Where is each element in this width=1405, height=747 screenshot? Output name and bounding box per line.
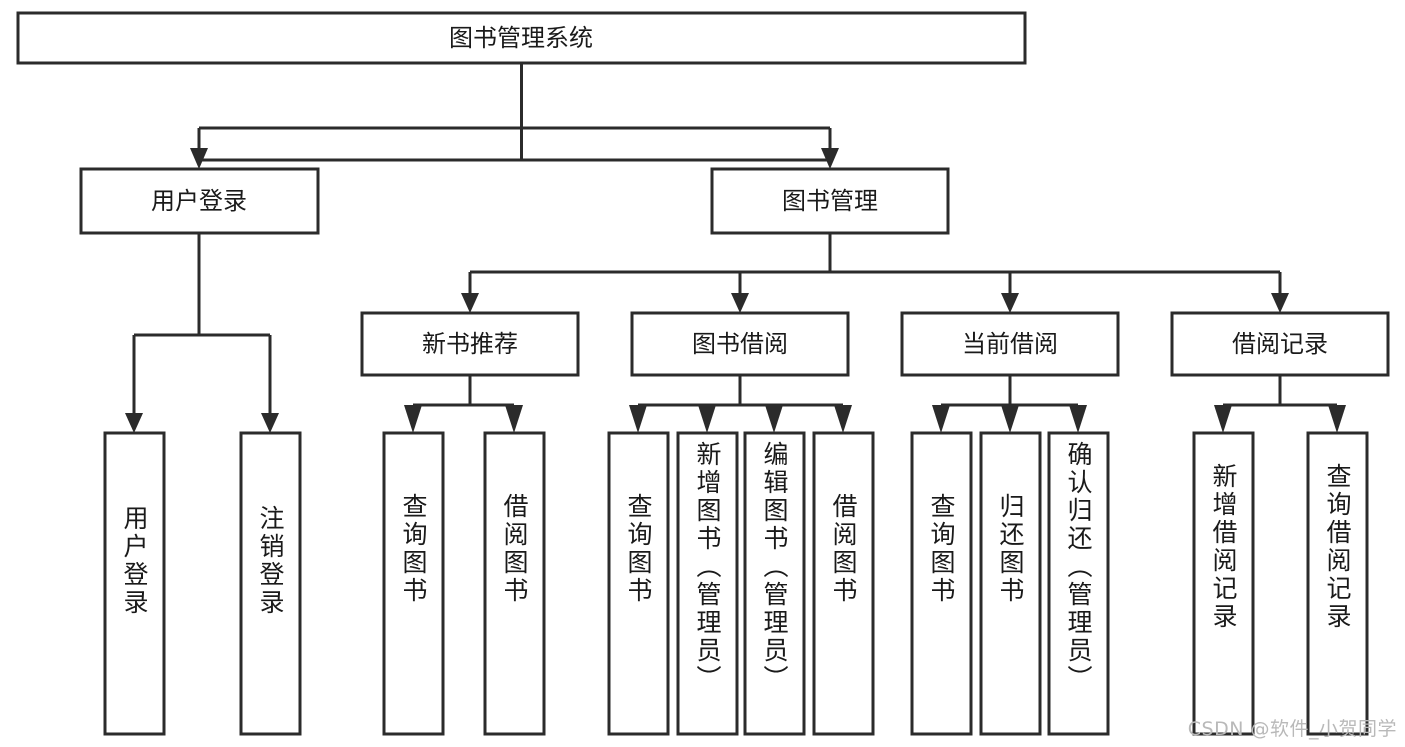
leaf-box-logout[interactable] [239,431,302,736]
node-new-book-rec[interactable]: 新书推荐 [360,311,580,377]
leaf-box-query-book-1[interactable] [382,431,445,736]
node-book-borrow-box[interactable] [630,311,850,377]
leaf-box-return-book[interactable] [979,431,1042,736]
node-book-borrow[interactable]: 图书借阅 [630,311,850,377]
leaf-box-confirm-return[interactable] [1047,431,1110,736]
connectors-new-book-rec-leaves [404,375,523,433]
node-root-label: 图书管理系统 [449,24,593,52]
leaf-box-add-book[interactable] [676,431,739,736]
arrow-to-book-manage [821,148,839,169]
arrow-to-leaf-borrow-book-1 [505,405,523,433]
arrow-to-leaf-query-book-2 [629,405,647,433]
node-borrow-record-label: 借阅记录 [1232,330,1328,358]
leaf-box-query-book-3[interactable] [910,431,973,736]
node-book-borrow-label: 图书借阅 [692,330,788,358]
leaf-box-query-record[interactable] [1306,431,1369,736]
node-new-book-rec-label: 新书推荐 [422,330,518,358]
leaf-box-query-book-2[interactable] [607,431,670,736]
arrow-to-leaf-add-book [698,405,716,433]
arrow-to-book-borrow [731,293,749,313]
connectors-current-borrow-leaves [932,375,1087,433]
connectors-book-borrow-leaves [629,375,852,433]
node-book-manage[interactable]: 图书管理 [710,167,950,235]
arrow-to-leaf-borrow-book-2 [834,405,852,433]
arrow-to-current-borrow [1001,293,1019,313]
arrow-to-new-book-rec [461,293,479,313]
connectors-borrow-record-leaves [1214,375,1346,433]
leaf-box-user-login[interactable] [103,431,166,736]
arrow-to-leaf-query-book-3 [932,405,950,433]
arrow-to-leaf-query-book-1 [404,405,422,433]
arrow-to-leaf-return-book [1001,405,1019,433]
arrow-to-leaf-user-login [125,413,143,433]
node-user-login-box[interactable] [79,167,320,235]
arrow-to-leaf-confirm-return [1069,405,1087,433]
arrow-to-leaf-query-record [1328,405,1346,433]
connectors-level1-book-manage [461,233,1289,313]
node-root-box[interactable] [16,11,1027,65]
arrow-to-leaf-add-record [1214,405,1232,433]
arrow-to-borrow-record [1271,293,1289,313]
connectors-user-login-leaves [125,233,279,433]
node-user-login[interactable]: 用户登录 [79,167,320,235]
leaf-box-borrow-book-1[interactable] [483,431,546,736]
node-book-manage-label: 图书管理 [782,187,878,215]
node-current-borrow[interactable]: 当前借阅 [900,311,1120,377]
leaf-box-edit-book[interactable] [743,431,806,736]
node-user-login-label: 用户登录 [151,187,247,215]
connector-group-root [197,63,830,162]
node-current-borrow-label: 当前借阅 [962,330,1058,358]
leaf-box-add-record[interactable] [1192,431,1255,736]
leaf-boxes [103,431,1369,736]
node-root[interactable]: 图书管理系统 [16,11,1027,65]
leaf-box-borrow-book-2[interactable] [812,431,875,736]
csdn-watermark: CSDN @软件_小贺同学 [1187,718,1397,740]
arrow-to-leaf-edit-book [765,405,783,433]
connectors-level0 [190,63,839,169]
arrow-to-leaf-logout [261,413,279,433]
arrow-to-user-login [190,148,208,169]
node-borrow-record[interactable]: 借阅记录 [1170,311,1390,377]
node-current-borrow-box[interactable] [900,311,1120,377]
node-book-manage-box[interactable] [710,167,950,235]
node-new-book-rec-box[interactable] [360,311,580,377]
node-borrow-record-box[interactable] [1170,311,1390,377]
